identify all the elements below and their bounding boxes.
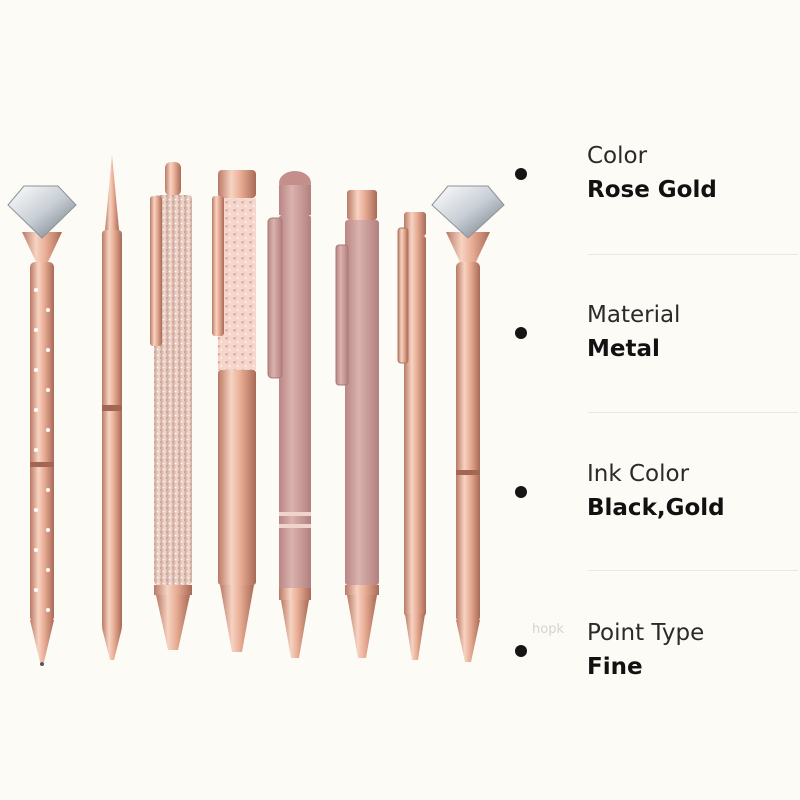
divider <box>588 412 798 413</box>
skinny-clip-pen <box>397 212 426 660</box>
stylus-pen <box>267 171 311 658</box>
glitter-pen <box>150 162 192 650</box>
spec-value: Fine <box>587 654 643 680</box>
foil-flake-pen <box>212 170 256 652</box>
slim-twist-pen <box>102 155 122 660</box>
spec-label: Color <box>587 143 648 169</box>
divider <box>588 254 798 255</box>
watermark: hopk <box>532 622 564 637</box>
diamond-icon <box>7 185 77 239</box>
divider <box>588 570 798 571</box>
pen-collection-photo <box>7 155 505 666</box>
bullet-dot-icon <box>515 645 527 657</box>
spec-value: Black,Gold <box>587 495 725 521</box>
bullet-dot-icon <box>515 486 527 498</box>
spec-label: Ink Color <box>587 461 690 487</box>
spec-label: Point Type <box>587 620 705 646</box>
bullet-dot-icon <box>515 327 527 339</box>
diamond-polka-dot-pen <box>7 185 77 666</box>
spec-value: Metal <box>587 336 660 362</box>
matte-clip-pen <box>335 190 379 658</box>
spec-value: Rose Gold <box>587 177 717 203</box>
diamond-icon <box>431 185 505 239</box>
spec-label: Material <box>587 302 681 328</box>
bullet-dot-icon <box>515 168 527 180</box>
diamond-pen <box>431 185 505 662</box>
